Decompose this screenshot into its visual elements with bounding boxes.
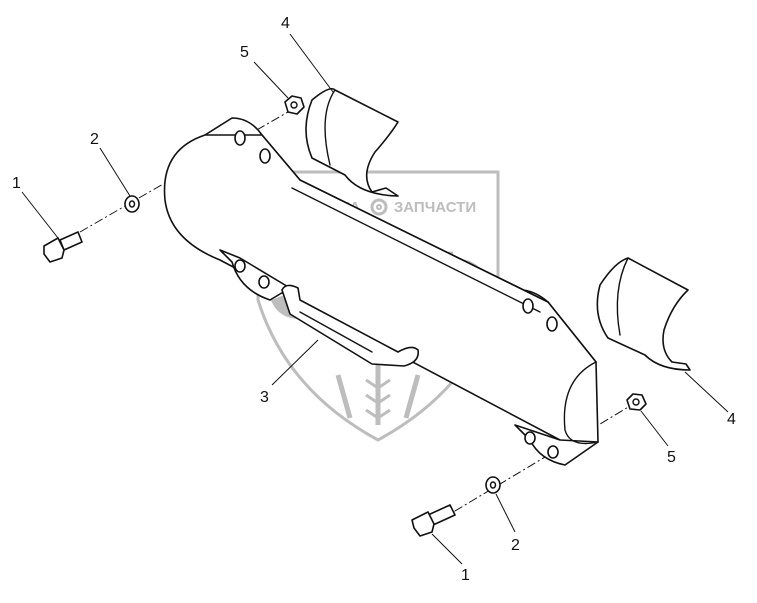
hole-upper-2 — [259, 148, 271, 164]
bolt-lower — [411, 504, 456, 537]
callout-bolt-lower: 1 — [461, 567, 470, 584]
axis-lower — [439, 399, 641, 521]
watermark-text-right: ЗАПЧАСТИ — [394, 199, 476, 216]
wheat-icon — [335, 365, 421, 425]
handle-bar — [281, 284, 420, 367]
liner-lower — [596, 257, 691, 371]
callout-nut-upper: 5 — [240, 44, 249, 61]
hole-lower-1 — [234, 259, 246, 273]
callout-bolt-upper: 1 — [12, 175, 21, 192]
callouts: 1 2 5 4 3 4 5 2 1 — [12, 15, 736, 584]
pipe-top-edge — [299, 179, 549, 303]
hole-upper-1 — [234, 130, 246, 146]
leader-liner-upper — [289, 33, 334, 93]
callout-handle: 3 — [260, 389, 269, 406]
liner-upper — [305, 87, 399, 197]
hole-lower-2 — [258, 275, 270, 289]
hole-upper-4 — [546, 316, 558, 332]
handle — [281, 284, 420, 367]
hole-lower-4 — [547, 445, 559, 459]
nut-lower — [626, 393, 647, 411]
leader-nut-upper — [253, 61, 289, 99]
leader-liner-lower — [684, 371, 729, 413]
half-pipe — [163, 134, 599, 446]
callout-liner-upper: 4 — [281, 15, 290, 32]
clamp-body — [163, 117, 599, 466]
leader-handle — [271, 339, 319, 386]
pipe-end-curve — [563, 361, 599, 445]
hole-lower-3 — [524, 431, 536, 445]
bolt-upper — [43, 231, 83, 263]
callout-washer-lower: 2 — [511, 537, 520, 554]
washer-upper — [124, 195, 140, 213]
pipe-inner-edge — [291, 187, 541, 313]
leader-bolt-lower — [431, 533, 463, 565]
handle-bar-edge — [299, 311, 373, 353]
callout-liner-lower: 4 — [727, 411, 736, 428]
leader-washer-upper — [99, 147, 131, 197]
leader-bolt-upper — [21, 191, 59, 239]
washer-lower — [485, 476, 501, 494]
leader-nut-lower — [640, 410, 669, 447]
callout-nut-lower: 5 — [667, 449, 676, 466]
gear-icon — [370, 198, 388, 216]
nut-upper — [284, 95, 305, 115]
leader-washer-lower — [495, 493, 516, 533]
hole-upper-3 — [522, 298, 534, 314]
callout-washer-upper: 2 — [90, 131, 99, 148]
